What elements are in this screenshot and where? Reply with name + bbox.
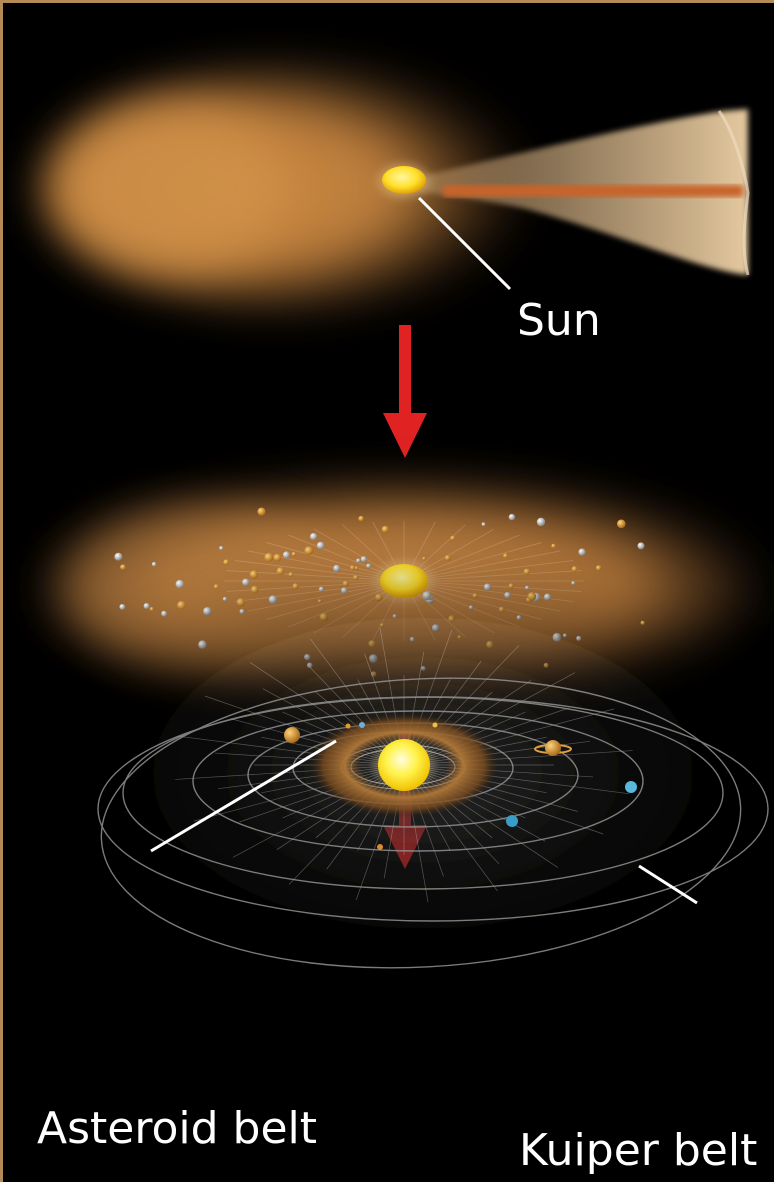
planetesimal: [257, 507, 266, 516]
sun-protostar: [382, 166, 426, 194]
planetesimal: [578, 548, 586, 556]
stage-1-collapsing-cloud: [43, 68, 750, 308]
diagram-canvas: [23, 68, 774, 1003]
planet-small-blue: [359, 722, 365, 728]
stage-3-solar-system: [23, 543, 774, 1003]
planetesimal: [119, 604, 126, 610]
planet-blue-outer: [625, 781, 637, 793]
planetesimal: [310, 533, 318, 541]
planetesimal: [450, 535, 456, 541]
planets: [284, 722, 637, 850]
arrow-down-1: [383, 325, 427, 458]
planet-small-orange: [345, 723, 351, 729]
planetesimal: [264, 553, 274, 562]
planetesimal: [219, 546, 224, 551]
planetesimal: [617, 519, 626, 529]
planetesimal: [536, 517, 546, 527]
planetesimal: [358, 515, 364, 522]
planetesimal: [551, 543, 556, 549]
kuiper-belt-leader-line: [638, 864, 698, 905]
planet-dwarf: [377, 844, 383, 850]
planet-ringed: [534, 740, 572, 756]
sun-mature: [378, 739, 430, 791]
planet-blue-mid: [506, 815, 518, 827]
sun-label: Sun: [517, 295, 601, 346]
planet-small-yellow: [432, 722, 438, 728]
planetesimal: [508, 513, 516, 521]
asteroid-belt-label: Asteroid belt: [37, 1103, 318, 1154]
planetesimal: [151, 562, 157, 567]
kuiper-belt-label: Kuiper belt: [519, 1125, 758, 1176]
planetesimal: [223, 559, 229, 565]
asteroid-belt-leader-line: [150, 739, 337, 853]
sun-leader-line: [417, 196, 512, 291]
planetesimal: [637, 542, 645, 550]
planetesimal: [316, 541, 325, 550]
planetesimal: [120, 564, 126, 570]
planetesimal: [381, 525, 389, 533]
planetesimal: [175, 579, 184, 589]
planetesimal: [114, 552, 123, 561]
planetesimal: [481, 522, 486, 527]
planet-orange: [284, 727, 300, 743]
bipolar-jet: [413, 109, 750, 276]
